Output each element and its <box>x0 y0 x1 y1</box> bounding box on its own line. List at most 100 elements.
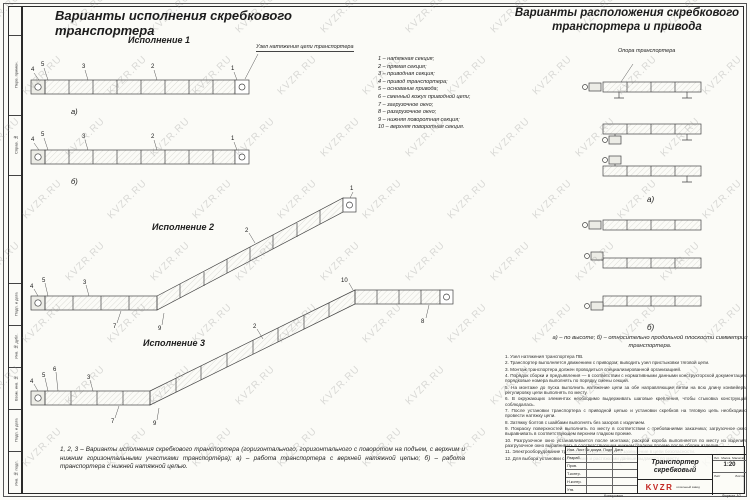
legend-item: 2 – прямая секция; <box>378 63 427 70</box>
arrangement-6 <box>584 295 702 311</box>
title-block: Изм. Лист № докум. Подп. Дата Разраб. Пр… <box>565 446 746 495</box>
strip-label: Инв. № дубл. <box>13 333 19 359</box>
legend-item: 4 – привод транспортера; <box>378 78 448 85</box>
conveyor-support-label: Опора транспортера <box>618 48 676 54</box>
legend-item: 3 – приводная секция; <box>378 71 435 78</box>
execution-3-heading: Исполнение 3 <box>143 338 205 348</box>
right-section-title: Варианты расположения скребкового трансп… <box>514 7 740 34</box>
callout: 2 <box>253 324 257 330</box>
callout: 4 <box>30 284 34 290</box>
execution-3-drawing: 4 5 6 3 7 9 2 10 8 <box>30 278 454 427</box>
callout: 5 <box>41 132 45 138</box>
note-line: 2. Транспортер выполняется движением с п… <box>505 360 710 366</box>
company-logo-cell: KVZR котельный завод <box>638 479 712 495</box>
callout: 5 <box>42 373 46 379</box>
lit-label: Лит. <box>714 456 720 460</box>
signature-row: Разраб. <box>566 455 637 463</box>
signature-row: Пров. <box>566 463 637 471</box>
callout: 7 <box>111 419 115 425</box>
arrangement-5 <box>584 251 702 269</box>
note-line: 1. Узел натяжения транспортера ПВ. <box>505 354 584 359</box>
arrangement-4 <box>582 219 702 231</box>
sheet-side-strip: Перв. примен. Справ. № Подп. и дата Инв.… <box>8 6 22 494</box>
execution-2-drawing: 4 5 3 7 9 2 1 <box>30 186 357 332</box>
legend-item: 6 – сменный кожух приводной цепи; <box>378 93 471 100</box>
strip-label: Перв. примен. <box>13 61 19 89</box>
callout: 3 <box>82 134 86 140</box>
legend-item: 8 – разгрузочное окно; <box>378 109 437 116</box>
callout: 2 <box>245 228 249 234</box>
executions-caption: 1, 2, 3 – Варианты исполнения скребковог… <box>60 446 465 470</box>
signature-row: Т.контр. <box>566 470 637 479</box>
legend-item: 1 – натяжная секция; <box>378 56 435 62</box>
note-line: 5. На монтаже до пуска выполнить натяжен… <box>505 384 747 395</box>
variant-b-label: б) <box>71 177 78 186</box>
legend-item: 10 – верхняя поворотная секция. <box>378 124 465 131</box>
callout: 6 <box>53 367 57 373</box>
callout: 1 <box>350 186 354 192</box>
sheet-label: Лист <box>714 474 721 478</box>
callout: 9 <box>153 421 157 427</box>
technical-notes: 1. Узел натяжения транспортера ПВ.2. Тра… <box>505 354 747 462</box>
note-line: 3. Монтаж транспортера должен проводитьс… <box>505 366 682 372</box>
execution-1a-drawing: 4 5 3 2 1 а) <box>30 53 259 116</box>
callout: 7 <box>113 324 117 330</box>
callout: 4 <box>30 379 34 385</box>
variant-a-label: а) <box>71 107 78 116</box>
strip-label: Подп. и дата <box>13 292 19 316</box>
group-b-label: б) <box>647 323 655 332</box>
callout: 2 <box>151 64 155 70</box>
callout: 10 <box>341 278 348 284</box>
callout: 5 <box>42 278 46 284</box>
note-line: 4. Порядок сборки и предъявления — в соо… <box>505 372 747 384</box>
callout: 3 <box>83 280 87 286</box>
signature-table: Изм. Лист № докум. Подп. Дата Разраб. Пр… <box>566 447 638 493</box>
tension-unit-label: Узел натяжения цепи транспортера <box>256 44 354 52</box>
document-number-cell <box>638 447 746 455</box>
execution-2-heading: Исполнение 2 <box>152 222 214 232</box>
note-line: 8. Затяжку болтов с шайбами выполнять бе… <box>505 419 646 425</box>
callout: 4 <box>31 67 35 73</box>
arrangement-2 <box>602 123 702 145</box>
arrangement-caption: а) – по высоте; б) – относительно продол… <box>552 335 748 349</box>
strip-label: Справ. № <box>13 135 19 155</box>
stamp-footer: Копировал Формат A2 <box>600 494 745 498</box>
signature-row: Утв. <box>567 487 575 492</box>
arrangements-drawing: а) б) <box>582 63 702 332</box>
copied-label: Копировал <box>604 494 624 498</box>
execution-1b-drawing: 4 5 3 2 1 б) <box>30 132 250 186</box>
note-line: 6. В окружающих элементах необходимо выд… <box>505 396 747 407</box>
sheet-outer-border <box>3 3 747 497</box>
arrangement-3 <box>602 155 702 183</box>
strip-label: Инв. № подл. <box>13 460 19 486</box>
arrangement-1 <box>582 63 702 99</box>
parts-legend: 1 – натяжная секция;2 – прямая секция;3 … <box>378 56 510 132</box>
executions-drawing: 4 5 3 2 1 а) 4 5 3 2 1 б) <box>30 53 454 427</box>
format-label: Формат A2 <box>721 494 741 498</box>
signature-header: Изм. Лист № докум. Подп. Дата <box>566 447 637 455</box>
callout: 3 <box>82 64 86 70</box>
group-a-label: а) <box>647 195 654 204</box>
legend-item: 5 – основание привода; <box>378 86 439 93</box>
company-logo: KVZR <box>645 483 674 492</box>
callout: 1 <box>231 136 235 142</box>
mass-label: Масса <box>721 456 731 460</box>
note-line: 7. После установки транспортера с привод… <box>505 407 747 419</box>
legend-item: 9 – нижняя поворотная секция; <box>378 116 460 123</box>
sheet-inner-border <box>22 6 744 494</box>
execution-1-heading: Исполнение 1 <box>128 35 190 45</box>
scale-column: Лит. Масса Масштаб 1:20 Лист Листов <box>712 455 746 495</box>
callout: 5 <box>41 62 45 68</box>
callout: 9 <box>158 326 162 332</box>
note-line: 10. Разгрузочное окно устанавливается по… <box>505 437 747 448</box>
strip-label: Подп. и дата <box>13 418 19 442</box>
company-logo-subtitle: котельный завод <box>676 484 700 489</box>
callout: 2 <box>151 134 155 140</box>
callout: 8 <box>421 319 425 325</box>
note-line: 9. Покраску поверхностей выполнить по ме… <box>505 425 747 437</box>
scale-value: 1:20 <box>713 461 746 473</box>
document-title: Транспортер скребковый <box>651 458 699 474</box>
scale-label: Масштаб <box>732 456 745 460</box>
strip-label: Взам. инв. № <box>13 375 19 401</box>
